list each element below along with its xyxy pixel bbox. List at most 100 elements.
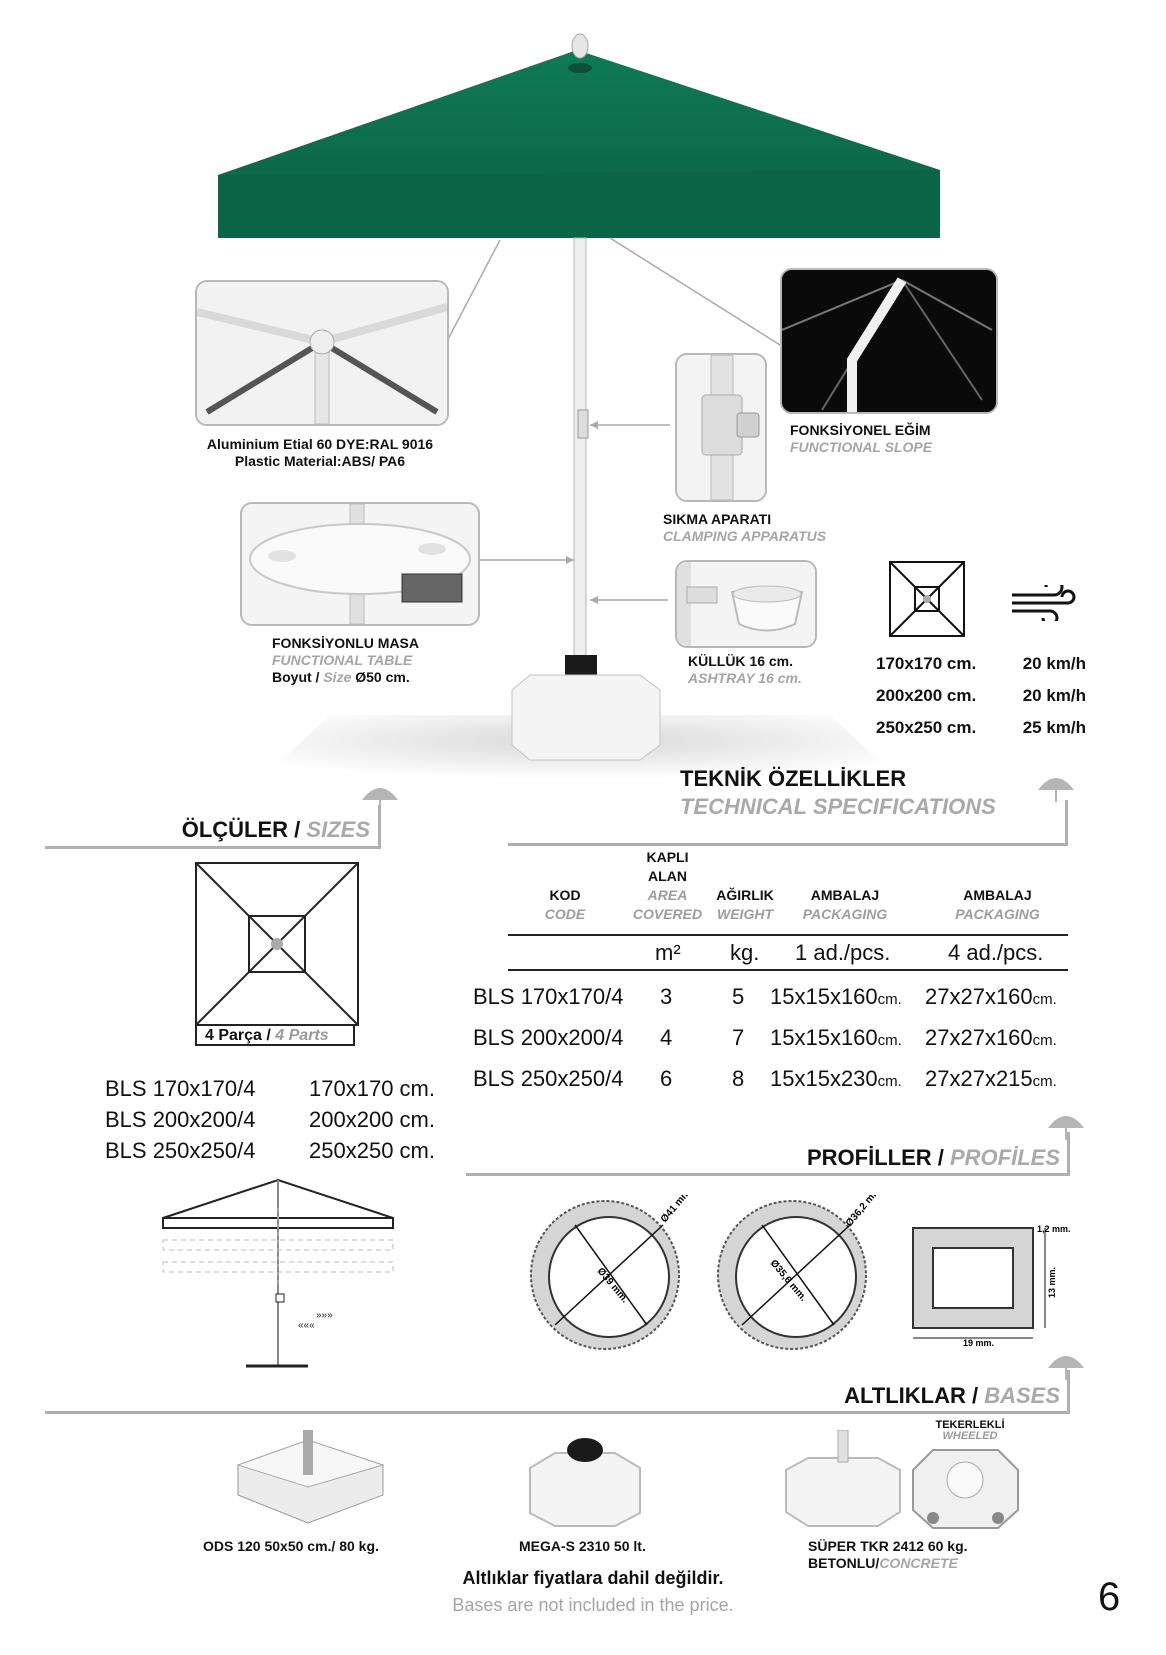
canopy-plan-icon	[889, 561, 965, 637]
slope-label-en: FUNCTIONAL SLOPE	[790, 439, 933, 455]
tech-title: TEKNİK ÖZELLİKLER TECHNICAL SPECIFICATIO…	[680, 765, 1040, 821]
umbrella-icon	[1046, 1350, 1086, 1380]
spec-unit: cm.	[1032, 991, 1057, 1008]
base-ods-label: ODS 120 50x50 cm./ 80 kg.	[203, 1538, 379, 1554]
tech-rule	[508, 843, 1068, 846]
wind-speed: 20 km/h	[1022, 686, 1086, 705]
sizes-title: ÖLÇÜLER / SIZES	[120, 817, 370, 843]
size-code: BLS 170x170/4	[105, 1076, 256, 1101]
spec-pack1: 15x15x230cm.	[770, 1066, 902, 1092]
base-ods-drawing	[236, 1430, 385, 1524]
base-super-label: SÜPER TKR 2412 60 kg. BETONLU/CONCRETE	[808, 1538, 1028, 1572]
table-photo	[240, 502, 480, 626]
parts-en: 4 Parts	[275, 1027, 329, 1044]
hdr-area: KAPLI ALAN AREA COVERED	[620, 848, 715, 924]
wind-symbol	[1012, 577, 1076, 627]
size-value: 250x250 cm.	[309, 1138, 435, 1163]
wheeled-label: TEKERLEKLİ WHEELED	[925, 1420, 1015, 1442]
svg-text:»»»: »»»	[316, 1310, 333, 1321]
wind-icon	[1010, 577, 1076, 627]
hdr-area-tr1: KAPLI	[646, 849, 689, 865]
hdr-pack1-en: PACKAGING	[802, 906, 888, 922]
profile-rect: 19 mm. 13 mm. 1,2 mm.	[905, 1220, 1085, 1350]
elevation-drawing: ««« »»»	[162, 1178, 394, 1368]
wheeled-tr: TEKERLEKLİ	[935, 1419, 1005, 1431]
concrete-tr: BETONLU/	[808, 1555, 880, 1571]
table-label-en: FUNCTIONAL TABLE	[272, 652, 413, 668]
tech-unit-line	[508, 969, 1068, 971]
spec-unit: cm.	[1032, 1032, 1057, 1049]
slope-image	[782, 270, 996, 412]
unit-weight: kg.	[730, 940, 760, 965]
hdr-pack2-tr: AMBALAJ	[963, 887, 1032, 903]
unit-pack2: 4 ad./pcs.	[948, 940, 1044, 965]
umbrella-icon	[1046, 1110, 1086, 1140]
square-umbrella-icon	[888, 560, 966, 638]
hdr-weight-tr: AĞIRLIK	[716, 887, 774, 903]
clamp-label-en: CLAMPING APPARATUS	[663, 528, 827, 544]
spec-weight: 7	[732, 1025, 745, 1050]
base-super-image	[778, 1429, 908, 1528]
profile-round-2: Ø35,6 mm. Ø36,2 mm.	[712, 1183, 885, 1355]
hdr-weight-en: WEIGHT	[717, 906, 773, 922]
slope-label-tr: FONKSİYONEL EĞİM	[790, 422, 931, 438]
sizes-rule	[45, 846, 381, 849]
spec-unit: cm.	[877, 991, 902, 1008]
size-value: 200x200 cm.	[309, 1107, 435, 1132]
spec-weight: 8	[732, 1066, 745, 1091]
umbrella-glyph	[1048, 1116, 1084, 1140]
parts-tr: 4 Parça /	[205, 1027, 271, 1044]
profiles-title-tr: PROFİLLER /	[806, 1145, 944, 1170]
table-size-en: Size	[323, 669, 352, 685]
spec-area: 4	[660, 1025, 673, 1050]
spec-pack1-value: 15x15x230	[770, 1066, 878, 1091]
spec-code: BLS 250x250/4	[473, 1066, 624, 1091]
profiles-rule-v	[1067, 1132, 1070, 1176]
table-label-tr: FONKSİYONLU MASA	[272, 635, 419, 651]
tech-rule-v	[1065, 800, 1068, 846]
spec-code: BLS 170x170/4	[473, 984, 624, 1009]
hdr-pack1-tr: AMBALAJ	[810, 887, 880, 903]
profile-round-1-drawing: Ø39 mm. Ø41 mm.	[530, 1185, 695, 1350]
rect-thickness-label: 1,2 mm.	[1037, 1224, 1071, 1234]
hdr-pack2: AMBALAJ PACKAGING	[940, 886, 1055, 924]
spec-unit: cm.	[877, 1032, 902, 1049]
spec-pack2: 27x27x215cm.	[925, 1066, 1057, 1092]
base-mega-drawing	[529, 1438, 641, 1527]
canopy-plan-diagram	[195, 862, 359, 1026]
spec-area: 3	[660, 984, 673, 1009]
sizes-title-en: SIZES	[306, 817, 370, 842]
hero-illustration	[0, 0, 1166, 780]
profile2-outer-label: Ø36,2 mm.	[844, 1195, 882, 1229]
unit-pack1: 1 ad./pcs.	[795, 940, 891, 965]
spec-pack1-value: 15x15x160	[770, 984, 878, 1009]
ashtray-label-tr: KÜLLÜK 16 cm.	[688, 653, 794, 669]
wind-speed: 25 km/h	[1022, 718, 1086, 737]
spec-pack1: 15x15x160cm.	[770, 984, 902, 1010]
spec-pack2-value: 27x27x160	[925, 1025, 1033, 1050]
table-caption: FONKSİYONLU MASA FUNCTIONAL TABLE Boyut …	[272, 635, 512, 686]
hdr-pack1: AMBALAJ PACKAGING	[790, 886, 900, 924]
ashtray-caption: KÜLLÜK 16 cm. ASHTRAY 16 cm.	[688, 653, 868, 687]
umbrella-glyph	[1038, 778, 1074, 802]
parts-label: 4 Parça / 4 Parts	[195, 1026, 355, 1046]
base-ods-image	[228, 1425, 393, 1527]
profile-round-2-drawing: Ø35,6 mm. Ø36,2 mm.	[717, 1183, 885, 1350]
sizes-diagram: 4 Parça / 4 Parts	[195, 862, 359, 1048]
base-hero	[511, 674, 661, 761]
umbrella-drawing	[218, 33, 940, 780]
hdr-pack2-en: PACKAGING	[955, 906, 1040, 922]
bases-title-tr: ALTLIKLAR /	[844, 1383, 979, 1408]
frame-caption-line2: Plastic Material:ABS/ PA6	[234, 453, 406, 469]
hdr-area-tr2: ALAN	[648, 868, 687, 884]
ashtray-image	[677, 562, 815, 646]
concrete-en: CONCRETE	[879, 1555, 958, 1571]
spec-code: BLS 200x200/4	[473, 1025, 624, 1050]
hdr-area-en2: COVERED	[632, 906, 703, 922]
spec-unit: cm.	[877, 1073, 902, 1090]
profile-rect-drawing: 19 mm. 13 mm. 1,2 mm.	[912, 1224, 1071, 1348]
profile1-outer-label: Ø41 mm.	[659, 1195, 695, 1225]
bases-note: Altlıklar fiyatlara dahil değildir. Base…	[433, 1568, 753, 1616]
